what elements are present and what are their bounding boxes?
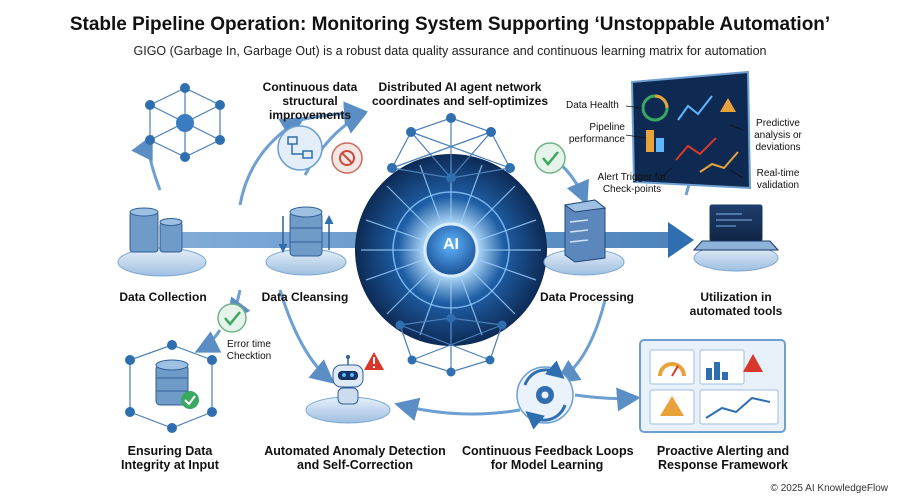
monitoring-dashboard-icon [625,70,752,190]
copyright-footer: © 2025 AI KnowledgeFlow [770,483,888,494]
label-continuous-data-line1: Continuous data [262,80,358,94]
note-error-line1: Error time [227,339,271,350]
laptop-icon [692,204,780,272]
label-ensuring-line2: Integrity at Input [121,458,219,472]
gear-cycle-icon [516,360,574,430]
note-alert-line2: Check-points [602,184,662,195]
label-data-processing: Data Processing [539,290,635,304]
label-utilization-line1: Utilization in [700,290,772,304]
blocked-icon [331,142,363,174]
label-anomaly-line1: Automated Anomaly Detection [264,444,446,458]
label-continuous-data: Continuous data structural improvements [255,80,365,122]
label-proactive-line1: Proactive Alerting and [656,444,790,458]
label-ensuring-integrity: Ensuring Data Integrity at Input [105,444,235,472]
data-collection-database-icon [117,207,207,277]
warning-icon [364,352,384,370]
note-realtime-line1: Real-time [756,168,800,179]
label-ensuring-line1: Ensuring Data [127,444,213,458]
note-pipeline-line1: Pipeline [589,122,625,133]
page-title: Stable Pipeline Operation: Monitoring Sy… [69,14,831,35]
label-data-cleansing: Data Cleansing [261,290,349,304]
data-cleansing-database-icon [265,206,347,276]
robot-icon [305,355,391,424]
label-utilization: Utilization in automated tools [666,290,806,318]
distributed-network-icon [387,113,515,183]
page-subtitle: GIGO (Garbage In, Garbage Out) is a robu… [133,44,767,58]
alert-dashboard-icon [639,339,786,433]
error-check-icon [217,303,247,333]
label-data-collection: Data Collection [119,290,207,304]
note-alert-line1: Alert Trigger for [597,172,667,183]
label-continuous-data-line2: structural [282,94,338,108]
label-anomaly-line2: and Self-Correction [297,458,413,472]
label-distributed-line1: Distributed AI agent network [378,80,542,94]
input-network-icon [145,83,225,162]
label-feedback-line2: for Model Learning [490,458,604,472]
label-distributed-line2: coordinates and self-optimizes [371,94,549,108]
note-pipeline-line2: performance [568,134,625,145]
label-utilization-line2: automated tools [689,304,783,318]
ensuring-integrity-icon [125,340,217,433]
label-anomaly-detection: Automated Anomaly Detection and Self-Cor… [260,444,450,472]
label-proactive-alerting: Proactive Alerting and Response Framewor… [648,444,798,472]
note-data-health: Data Health [566,100,619,111]
ai-core [355,154,547,346]
bottom-network-icon [395,313,507,377]
note-predictive-line3: deviations [755,142,801,153]
ai-core-label: AI [443,236,459,253]
server-icon [543,199,625,276]
note-realtime-line2: validation [756,180,800,191]
label-feedback-line1: Continuous Feedback Loops [462,444,634,458]
note-predictive: Predictive analysis or deviations [746,118,810,154]
check-icon [534,142,566,174]
label-continuous-data-line3: improvements [268,108,352,122]
note-error-line2: Checktion [226,351,272,362]
note-predictive-line2: analysis or [754,130,802,141]
label-feedback-loops: Continuous Feedback Loops for Model Lear… [462,444,634,472]
note-predictive-line1: Predictive [756,118,800,129]
flowchart-icon [277,125,323,171]
note-pipeline-performance: Pipeline performance [563,122,625,146]
note-error-check: Error time Checktion [222,339,276,363]
label-distributed-network: Distributed AI agent network coordinates… [370,80,550,108]
note-alert-trigger: Alert Trigger for Check-points [592,172,672,196]
label-proactive-line2: Response Framework [658,458,788,472]
note-realtime: Real-time validation [746,168,810,192]
